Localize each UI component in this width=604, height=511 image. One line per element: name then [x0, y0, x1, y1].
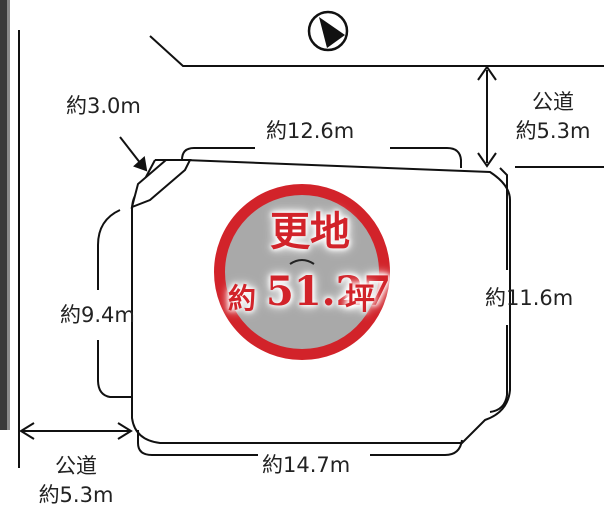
dimension-right: 約11.6m	[485, 286, 574, 310]
dimension-bottom: 約14.7m	[262, 453, 351, 477]
dimension-brackets	[97, 147, 508, 456]
badge-area-value: 51.27	[266, 268, 392, 315]
corner-cut	[130, 159, 192, 209]
dimension-left: 約9.4m	[60, 303, 135, 327]
badge-unit: 坪	[345, 282, 375, 317]
dimension-diagonal: 約3.0m	[66, 94, 141, 118]
road-west-name: 公道	[55, 454, 97, 478]
north-arrow-icon	[307, 10, 349, 52]
badge-prefix: 約	[228, 282, 257, 315]
road-west-width: 約5.3m	[38, 483, 114, 507]
road-east-width-arrow	[477, 65, 497, 168]
area-badge	[212, 182, 392, 362]
road-east-width: 約5.3m	[515, 119, 591, 143]
diagonal-leader-arrow	[119, 136, 148, 172]
photo-edge-strip	[0, 0, 7, 430]
road-west-width-arrow	[19, 422, 133, 440]
badge-line1: 更地	[270, 208, 350, 255]
photo-edge-strip-light	[7, 0, 10, 430]
road-east-name: 公道	[532, 90, 574, 114]
dimension-top: 約12.6m	[266, 119, 355, 143]
road-west-label: 公道 約5.3m	[16, 452, 136, 510]
badge-tilde-mark	[289, 259, 315, 265]
road-lines	[18, 30, 604, 468]
road-east-label: 公道 約5.3m	[504, 88, 602, 146]
